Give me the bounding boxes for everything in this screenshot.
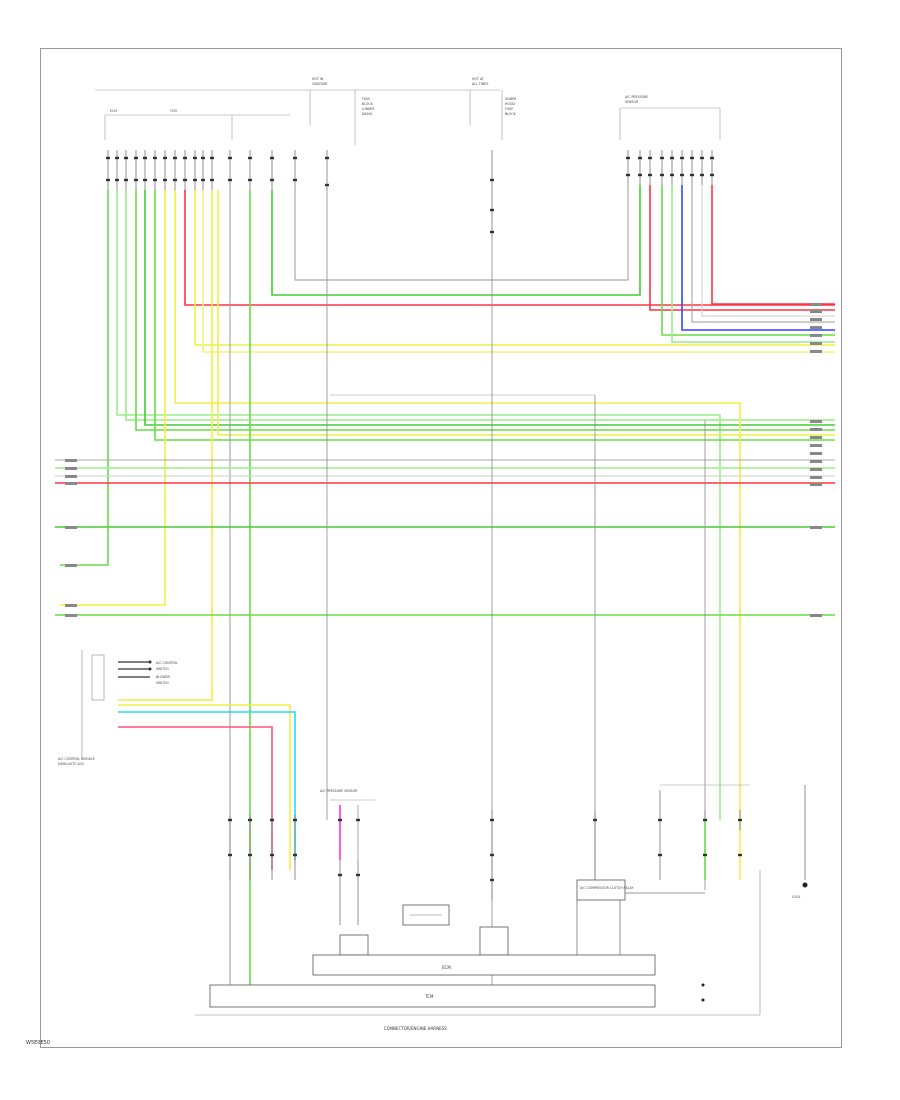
center-verticals (326, 190, 706, 985)
horizontal-bus (55, 394, 835, 616)
svg-text:A/C CONTROL: A/C CONTROL (156, 661, 178, 665)
svg-text:DASH): DASH) (362, 112, 372, 116)
svg-text:TCM: TCM (169, 109, 177, 113)
svg-text:HOT AT: HOT AT (472, 77, 484, 81)
svg-text:ALL TIMES: ALL TIMES (472, 82, 488, 86)
lower-section (195, 784, 808, 1016)
svg-text:SWITCH: SWITCH (156, 667, 169, 671)
wire-group-left (60, 185, 835, 990)
svg-text:FUSE: FUSE (505, 107, 513, 111)
edge-markers (65, 303, 822, 617)
svg-text:(UNDER: (UNDER (362, 107, 375, 111)
svg-text:ON/START: ON/START (312, 82, 328, 86)
svg-text:BLOCK: BLOCK (505, 112, 517, 116)
top-connector-pins (107, 150, 713, 240)
left-connector-block: A/C CONTROL SWITCH BLOWER SWITCH A/C CON… (58, 650, 296, 870)
svg-text:SWITCH: SWITCH (156, 681, 169, 685)
fuse-labels: HOT IN ON/START HOT AT ALL TIMES FUSE BL… (110, 77, 648, 116)
svg-text:(NON-AUTO A/C): (NON-AUTO A/C) (58, 762, 84, 766)
ecm-label: ECM (442, 965, 451, 970)
wire-group-right (649, 185, 835, 343)
svg-text:A/C PRESSURE: A/C PRESSURE (625, 95, 648, 99)
svg-text:BLOCK: BLOCK (362, 102, 374, 106)
harness-label: CONNECTOR/ENGINE HARNESS (384, 1026, 447, 1031)
svg-text:ECM: ECM (110, 109, 117, 113)
svg-text:A/C CONTROL MODULE: A/C CONTROL MODULE (58, 757, 95, 761)
svg-text:UNDER: UNDER (505, 97, 517, 101)
svg-text:SENSOR: SENSOR (625, 100, 639, 104)
svg-text:HOT IN: HOT IN (312, 77, 324, 81)
top-connector-bars (106, 156, 714, 234)
svg-text:FUSE: FUSE (362, 97, 370, 101)
relay-label: A/C COMPRESSOR CLUTCH RELAY (580, 886, 633, 890)
top-header (95, 89, 721, 145)
ground-label: G101 (792, 895, 801, 899)
diagram-footer-code: W5E0E50 (26, 1040, 50, 1046)
svg-text:HOOD: HOOD (505, 102, 515, 106)
sensor-label: A/C PRESSURE SENSOR (320, 789, 358, 793)
tcm-label: TCM (424, 994, 434, 999)
diagram-frame (40, 48, 842, 1048)
svg-text:BLOWER: BLOWER (156, 675, 171, 679)
